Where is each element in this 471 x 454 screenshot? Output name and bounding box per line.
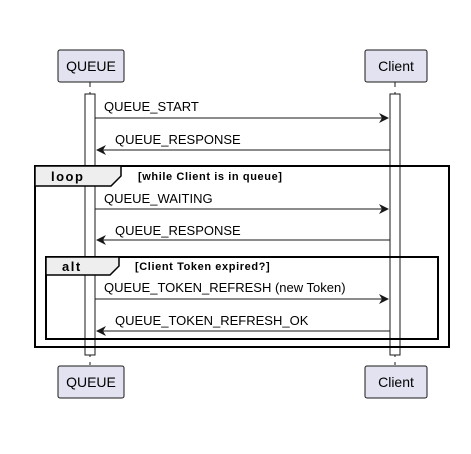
participant-client-top-label: Client — [378, 58, 414, 74]
participant-client-bottom-label: Client — [378, 374, 414, 390]
participant-queue-bottom-label: QUEUE — [66, 374, 116, 390]
loop-guard: [while Client is in queue] — [138, 171, 283, 183]
alt-guard: [Client Token expired?] — [135, 261, 270, 273]
participant-queue-top-label: QUEUE — [66, 58, 116, 74]
message-queue-response-2: QUEUE_RESPONSE — [96, 223, 390, 245]
alt-frame: alt [Client Token expired?] — [45, 256, 439, 340]
loop-keyword: loop — [51, 169, 84, 184]
message-token-refresh-ok: QUEUE_TOKEN_REFRESH_OK — [96, 313, 390, 336]
message-queue-response-2-label: QUEUE_RESPONSE — [115, 223, 241, 238]
message-token-refresh: QUEUE_TOKEN_REFRESH (new Token) — [95, 280, 389, 304]
message-queue-waiting: QUEUE_WAITING — [95, 191, 389, 214]
loop-frame-tab — [34, 165, 122, 187]
participant-client-top: Client — [364, 49, 428, 83]
participant-client-bottom: Client — [364, 365, 428, 399]
participant-queue-bottom: QUEUE — [57, 365, 125, 399]
message-queue-response-1: QUEUE_RESPONSE — [96, 132, 390, 155]
message-token-refresh-ok-label: QUEUE_TOKEN_REFRESH_OK — [115, 313, 309, 328]
message-queue-start-label: QUEUE_START — [104, 99, 199, 114]
queue-activation-bar — [84, 93, 96, 356]
alt-keyword: alt — [62, 259, 82, 274]
alt-frame-tab — [45, 256, 120, 276]
client-activation-bar — [389, 93, 401, 356]
message-queue-waiting-label: QUEUE_WAITING — [104, 191, 213, 206]
loop-frame: loop [while Client is in queue] — [34, 165, 450, 348]
message-token-refresh-label: QUEUE_TOKEN_REFRESH (new Token) — [104, 280, 346, 295]
participant-queue-top: QUEUE — [57, 49, 125, 83]
message-queue-start: QUEUE_START — [95, 99, 389, 123]
message-queue-response-1-label: QUEUE_RESPONSE — [115, 132, 241, 147]
